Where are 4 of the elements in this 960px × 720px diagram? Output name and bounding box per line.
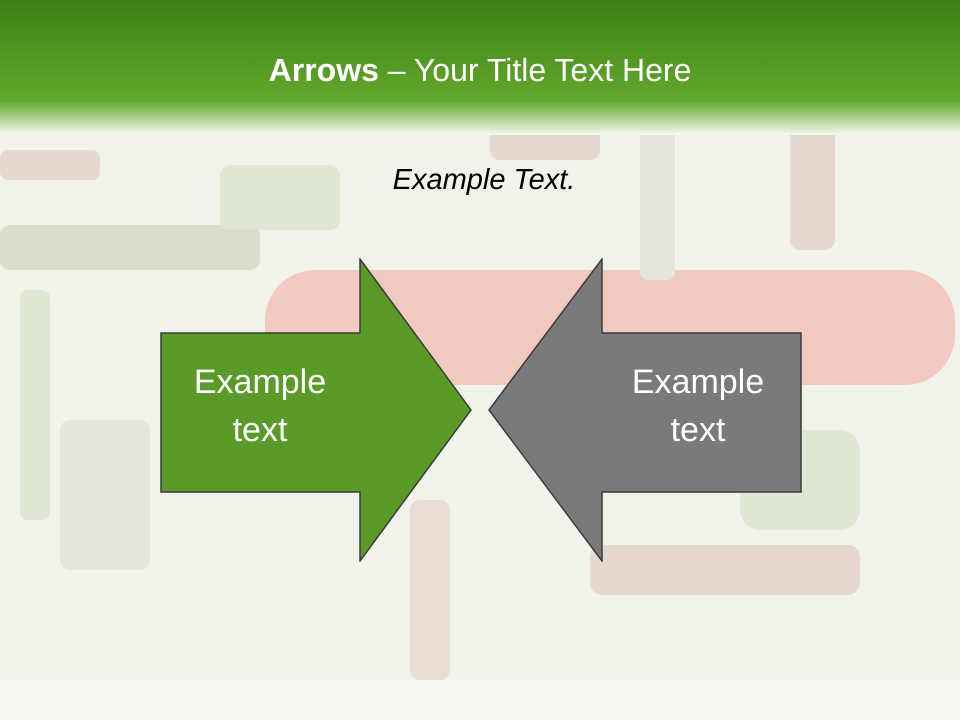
note-text: Example Text. [392, 163, 576, 198]
arrow-text: Example text [192, 362, 328, 451]
arrow-text: Example text [630, 362, 766, 451]
slide-title: Arrows – Your Title Text Here [268, 52, 692, 89]
